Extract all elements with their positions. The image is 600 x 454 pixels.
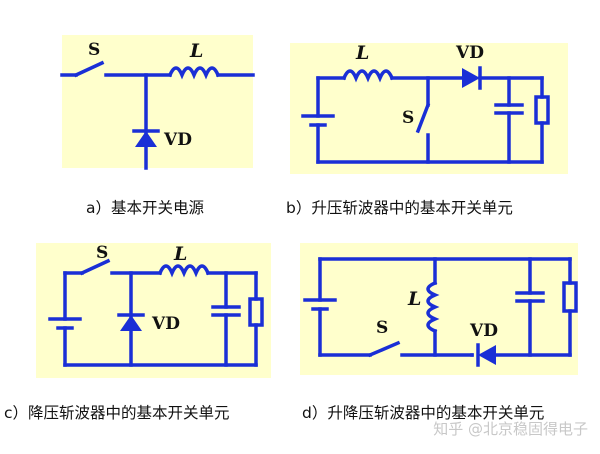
- switch-label: S: [88, 40, 100, 60]
- inductor-coil: [341, 69, 395, 83]
- diode-triangle: [135, 131, 157, 147]
- circuit-a-schematic: S L VD: [60, 40, 255, 170]
- inductor-coil: [167, 66, 221, 80]
- circuit-panel-a: S L VD: [60, 35, 255, 170]
- caption-c: c）降压斩波器中的基本开关单元: [4, 404, 230, 422]
- caption-a: a）基本开关电源: [86, 199, 204, 217]
- circuit-panel-d: S L VD: [300, 243, 578, 375]
- circuit-d-schematic: S L VD: [303, 257, 578, 367]
- switch-label: S: [96, 243, 108, 263]
- circuit-panel-c: S L VD: [36, 243, 271, 378]
- diode-triangle: [478, 345, 496, 365]
- diode-label: VD: [455, 43, 484, 63]
- circuit-panel-b: S L VD: [290, 42, 568, 174]
- switch-label: S: [402, 108, 414, 128]
- watermark: 知乎 @北京稳固得电子: [433, 420, 588, 438]
- resistor: [562, 281, 578, 313]
- inductor-label: L: [355, 42, 369, 64]
- switch-blade: [415, 102, 431, 134]
- inductor-coil: [426, 280, 440, 334]
- inductor-label: L: [407, 288, 421, 310]
- resistor: [534, 95, 550, 125]
- resistor: [248, 297, 264, 327]
- diode-triangle: [120, 315, 142, 331]
- diode-label: VD: [163, 130, 192, 150]
- diode-label: VD: [469, 321, 498, 341]
- inductor-label: L: [189, 40, 203, 62]
- diode-label: VD: [151, 314, 180, 334]
- inductor-coil: [157, 264, 211, 278]
- switch-blade: [79, 258, 111, 276]
- circuit-b-schematic: S L VD: [301, 42, 550, 164]
- switch-blade: [367, 340, 401, 358]
- caption-d: d）升降压斩波器中的基本开关单元: [302, 404, 545, 422]
- circuit-c-schematic: S L VD: [48, 243, 264, 367]
- switch-label: S: [376, 318, 388, 338]
- diode-triangle: [462, 68, 480, 88]
- switch-blade: [73, 60, 105, 78]
- inductor-label: L: [173, 243, 187, 265]
- caption-b: b）升压斩波器中的基本开关单元: [286, 199, 513, 217]
